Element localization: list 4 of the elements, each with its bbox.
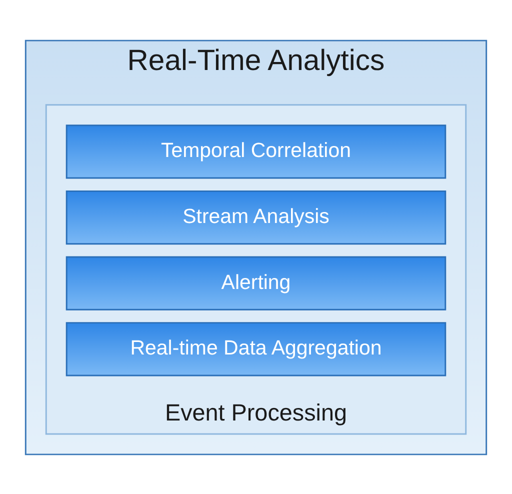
node-box: Alerting	[66, 256, 446, 310]
node-box: Real-time Data Aggregation	[66, 322, 446, 376]
node-box: Stream Analysis	[66, 190, 446, 244]
node-box: Temporal Correlation	[66, 124, 446, 178]
